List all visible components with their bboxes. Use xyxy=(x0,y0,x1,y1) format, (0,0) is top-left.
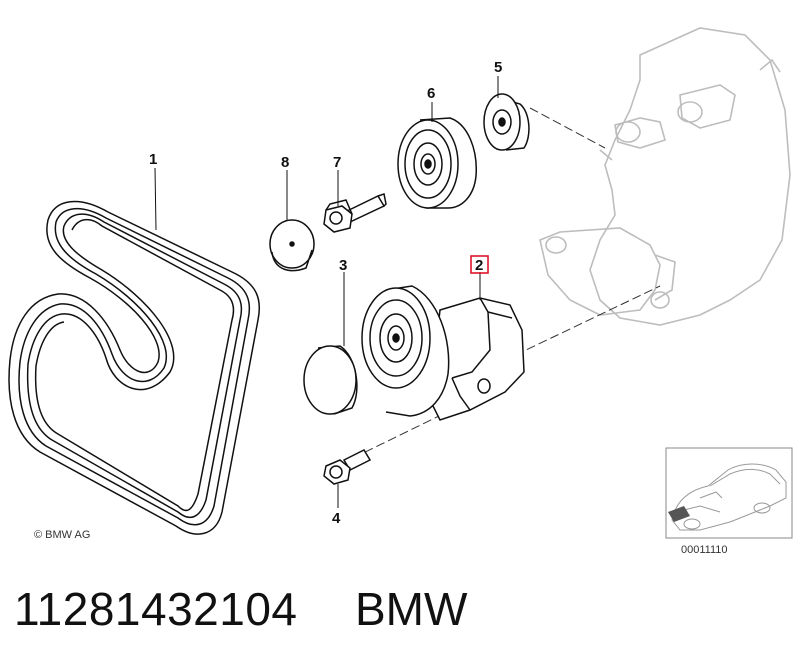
callout-6: 6 xyxy=(427,85,435,102)
diagram-code: 00011110 xyxy=(681,544,728,556)
flange-cap xyxy=(483,93,530,151)
brand-name: BMW xyxy=(355,583,468,635)
part-number: 11281432104 xyxy=(14,583,298,635)
belt-tensioner xyxy=(361,285,525,421)
callout-2: 2 xyxy=(475,257,483,274)
cover-cap xyxy=(269,219,315,272)
callout-lines xyxy=(154,76,499,508)
callout-1: 1 xyxy=(149,151,157,168)
callout-7: 7 xyxy=(333,154,341,171)
callout-2-highlight-box xyxy=(470,255,489,274)
belt-drive-diagram: 1 2 3 4 5 6 7 8 © BMW AG 00011110 xyxy=(8,27,793,556)
pulley-cap xyxy=(303,345,358,415)
engine-block-outline xyxy=(539,27,791,326)
copyright-text: © BMW AG xyxy=(34,529,90,541)
drive-belt xyxy=(8,200,261,535)
vehicle-thumbnail xyxy=(665,447,793,539)
upper-bolt xyxy=(323,193,387,233)
callout-5: 5 xyxy=(494,59,502,76)
callout-8: 8 xyxy=(281,154,289,171)
lower-bolt xyxy=(323,449,372,485)
callout-4: 4 xyxy=(332,510,341,527)
caption-bar: 11281432104 BMW xyxy=(0,578,799,670)
callout-3: 3 xyxy=(339,257,347,274)
idler-pulley xyxy=(397,117,477,209)
